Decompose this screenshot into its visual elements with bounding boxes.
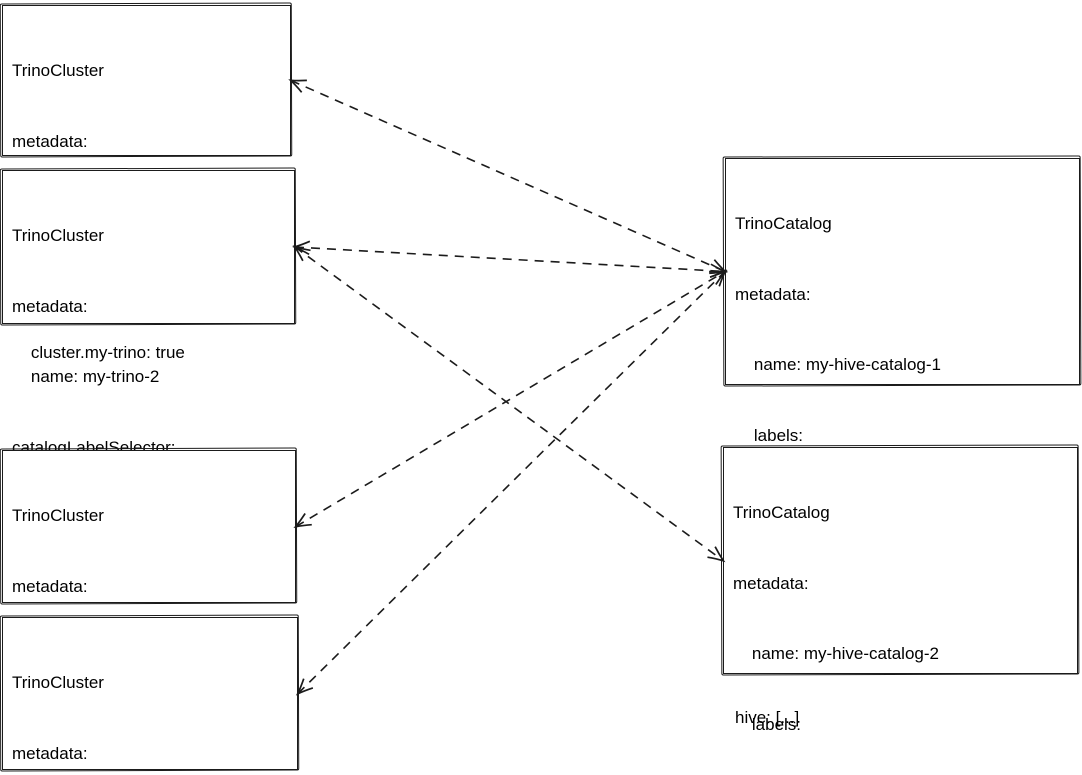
edge-arrow — [288, 79, 728, 273]
node-line: metadata: — [12, 743, 88, 763]
node-kind: TrinoCluster — [12, 226, 104, 245]
edge-arrow — [293, 269, 728, 529]
node-line: metadata: — [733, 573, 809, 593]
node-line: labels: — [733, 714, 802, 734]
edge-arrow — [292, 245, 726, 563]
node-trinocatalog-my-hive-catalog-2: TrinoCatalog metadata: name: my-hive-cat… — [723, 447, 1078, 734]
node-line: name: my-hive-catalog-1 — [735, 355, 941, 374]
node-kind: TrinoCatalog — [733, 503, 830, 522]
node-trinocatalog-my-hive-catalog-1: TrinoCatalog metadata: name: my-hive-cat… — [725, 158, 1080, 727]
node-trinocluster-my-trino-2: TrinoCluster metadata: name: my-trino-2 … — [2, 170, 295, 527]
node-line: labels: — [735, 425, 804, 445]
node-line: metadata: — [12, 131, 88, 151]
edge-arrow — [291, 240, 729, 278]
node-kind: TrinoCluster — [12, 506, 104, 525]
node-line: metadata: — [12, 576, 88, 596]
node-line: metadata: — [735, 284, 811, 304]
node-line: name: my-trino-2 — [12, 367, 160, 386]
node-trinocluster-my-trino: TrinoCluster metadata: name: my-trino ca… — [2, 5, 291, 362]
node-line: hive: [...] — [735, 707, 800, 727]
node-trinocluster-my-trino-green: TrinoCluster metadata: name: my-trino-gr… — [2, 617, 298, 770]
node-kind: TrinoCluster — [12, 673, 104, 692]
edge-arrow — [295, 269, 728, 696]
node-line: name: my-hive-catalog-2 — [733, 644, 939, 663]
node-kind: TrinoCluster — [12, 61, 104, 80]
node-trinocluster-my-trino-blue: TrinoCluster metadata: name: my-trino-bl… — [2, 450, 296, 737]
node-kind: TrinoCatalog — [735, 214, 832, 233]
node-line: metadata: — [12, 296, 88, 316]
